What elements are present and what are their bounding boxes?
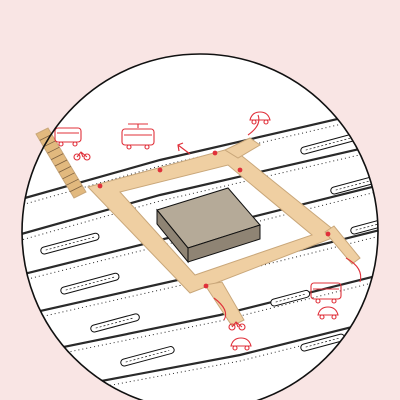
walkway-node <box>158 168 163 173</box>
walkway-node <box>326 232 331 237</box>
walkway-node <box>98 184 103 189</box>
walkway-node <box>238 168 243 173</box>
walkway-node <box>204 284 209 289</box>
walkway-node <box>213 151 218 156</box>
